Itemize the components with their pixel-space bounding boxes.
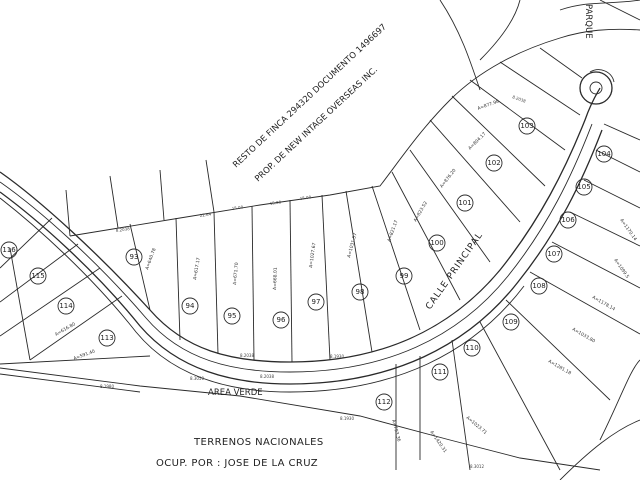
north-lots-lines	[129, 47, 583, 363]
lot-111[interactable]: 111	[431, 363, 449, 381]
svg-text:A=1170.14: A=1170.14	[618, 218, 638, 242]
svg-text:A=668.01: A=668.01	[272, 267, 279, 290]
lot-107[interactable]: 107	[545, 245, 563, 263]
lot-102[interactable]: 102	[485, 154, 503, 172]
measurement-marks: 8.2038 22.64 15.00 15.00 15.00 8.2038 8.…	[100, 94, 527, 469]
svg-text:A=671.70: A=671.70	[232, 262, 240, 285]
lot-93[interactable]: 93	[125, 248, 143, 266]
svg-text:15.00: 15.00	[299, 194, 311, 201]
svg-text:104: 104	[597, 150, 611, 158]
svg-text:8.2038: 8.2038	[512, 94, 527, 104]
svg-text:115: 115	[31, 272, 44, 280]
svg-text:101: 101	[458, 199, 471, 207]
svg-text:97: 97	[312, 298, 321, 306]
svg-text:22.64: 22.64	[199, 211, 211, 218]
svg-text:A=1099.5: A=1099.5	[612, 258, 630, 280]
lot-109[interactable]: 109	[502, 313, 520, 331]
svg-text:8.3012: 8.3012	[470, 464, 484, 469]
lot-110[interactable]: 110	[463, 339, 481, 357]
ocupacion-label: OCUP. POR : JOSE DE LA CRUZ	[156, 458, 318, 469]
lot-112[interactable]: 112	[375, 393, 393, 411]
svg-text:A=1023.71: A=1023.71	[465, 415, 488, 436]
lot-98[interactable]: 98	[351, 283, 369, 301]
svg-text:93: 93	[130, 253, 139, 261]
svg-text:103: 103	[520, 122, 533, 130]
svg-text:8.1930: 8.1930	[330, 354, 344, 359]
lot-104[interactable]: 104	[595, 145, 613, 163]
svg-text:8.2038: 8.2038	[260, 374, 274, 379]
lot-100[interactable]: 100	[428, 234, 446, 252]
area-annotations: A=640.78 A=617.17 A=671.70 A=668.01 A=10…	[54, 98, 638, 454]
west-lots-lines	[0, 217, 151, 365]
svg-text:111: 111	[433, 368, 446, 376]
lot-116[interactable]: 116	[0, 241, 18, 259]
svg-text:8.1980: 8.1980	[100, 384, 114, 389]
svg-text:A=640.78: A=640.78	[144, 247, 157, 270]
area-verde-label: AREA VERDE	[208, 388, 263, 398]
svg-text:102: 102	[487, 159, 500, 167]
svg-text:A=876.20: A=876.20	[439, 168, 458, 190]
svg-text:100: 100	[430, 239, 443, 247]
parque-label: PARQUE	[583, 4, 593, 39]
svg-text:A=1420.31: A=1420.31	[428, 430, 448, 454]
svg-text:A=877.98: A=877.98	[477, 98, 500, 111]
svg-text:A=821.17: A=821.17	[386, 219, 399, 242]
lot-113[interactable]: 113	[98, 329, 116, 347]
svg-text:8.3050: 8.3050	[190, 376, 204, 381]
svg-text:A=823.52: A=823.52	[413, 200, 430, 223]
svg-text:112: 112	[377, 398, 390, 406]
svg-text:110: 110	[465, 344, 478, 352]
svg-text:99: 99	[400, 272, 409, 280]
svg-text:108: 108	[532, 282, 545, 290]
lot-114[interactable]: 114	[57, 297, 75, 315]
lot-95[interactable]: 95	[223, 307, 241, 325]
north-boundary	[65, 0, 640, 237]
svg-text:A=793.36: A=793.36	[390, 419, 402, 443]
svg-text:106: 106	[561, 216, 575, 224]
svg-text:8.1930: 8.1930	[340, 416, 354, 421]
lot-99[interactable]: 99	[395, 267, 413, 285]
svg-text:8.2038: 8.2038	[240, 353, 254, 358]
svg-text:98: 98	[356, 288, 365, 296]
svg-text:A=617.17: A=617.17	[192, 257, 202, 280]
svg-text:94: 94	[186, 302, 195, 310]
svg-text:114: 114	[59, 302, 73, 310]
svg-text:A=1178.14: A=1178.14	[591, 295, 616, 313]
lot-106[interactable]: 106	[559, 211, 577, 229]
svg-text:107: 107	[547, 250, 560, 258]
lot-103[interactable]: 103	[518, 117, 536, 135]
lot-97[interactable]: 97	[307, 293, 325, 311]
svg-text:A=804.17: A=804.17	[467, 131, 487, 151]
lot-105[interactable]: 105	[575, 178, 593, 196]
svg-text:113: 113	[100, 334, 113, 342]
svg-text:109: 109	[504, 318, 517, 326]
south-lots-lines	[395, 123, 640, 480]
svg-text:105: 105	[577, 183, 590, 191]
south-boundary	[0, 367, 601, 471]
svg-text:8.2038: 8.2038	[115, 226, 130, 233]
terrenos-nacionales-label: TERRENOS NACIONALES	[193, 437, 324, 448]
svg-text:A=1281.18: A=1281.18	[547, 359, 572, 377]
lot-96[interactable]: 96	[272, 311, 290, 329]
lot-94[interactable]: 94	[181, 297, 199, 315]
cul-de-sac	[579, 69, 615, 105]
resto-finca-line1: RESTO DE FINCA 294320 DOCUMENTO 1496697	[231, 22, 389, 170]
svg-text:15.00: 15.00	[269, 199, 281, 206]
svg-text:96: 96	[277, 316, 286, 324]
lot-115[interactable]: 115	[29, 267, 47, 285]
lot-101[interactable]: 101	[456, 194, 474, 212]
lot-numbers: 93 94 95 96 97 98 99 100 101 102 103 104…	[0, 117, 613, 411]
calle-principal-road	[0, 87, 603, 393]
svg-text:95: 95	[228, 312, 237, 320]
svg-text:15.00: 15.00	[231, 204, 243, 211]
svg-text:116: 116	[2, 246, 16, 254]
svg-text:A=1033.80: A=1033.80	[571, 327, 596, 345]
lot-108[interactable]: 108	[530, 277, 548, 295]
svg-text:A=1027.67: A=1027.67	[308, 242, 318, 268]
